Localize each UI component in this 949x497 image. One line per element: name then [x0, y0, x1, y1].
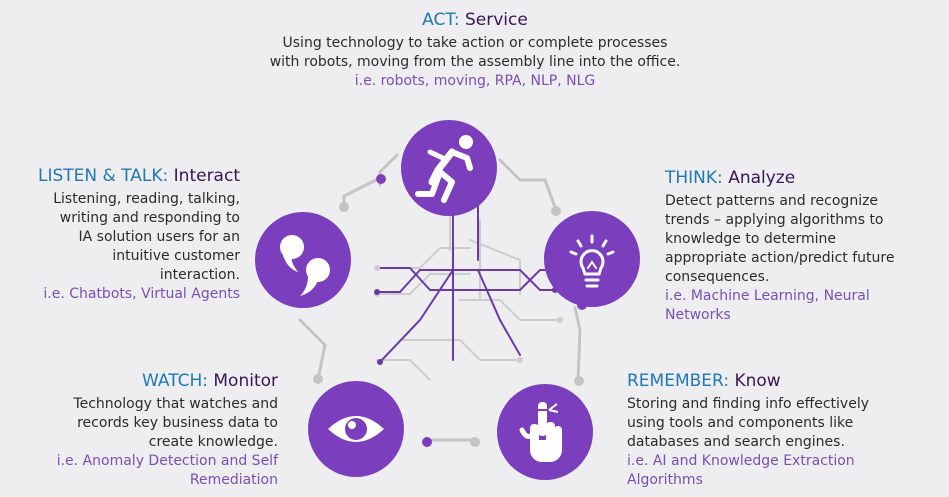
- remember-body-line-1: Storing and finding info effectively: [627, 396, 869, 412]
- watch-block: WATCH: Monitor Technology that watches a…: [10, 370, 278, 490]
- remember-keyword: REMEMBER:: [627, 371, 730, 391]
- listen-body-line-1: Listening, reading, talking,: [53, 191, 240, 207]
- watch-heading: WATCH: Monitor: [10, 370, 278, 392]
- think-block: THINK: Analyze Detect patterns and recog…: [665, 167, 945, 325]
- act-body-line-1: Using technology to take action or compl…: [282, 35, 668, 51]
- think-body-line-2: trends – applying algorithms to: [665, 212, 884, 228]
- think-body-line-1: Detect patterns and recognize: [665, 193, 879, 209]
- think-heading: THINK: Analyze: [665, 167, 945, 189]
- watch-title: Monitor: [213, 371, 278, 391]
- watch-body-line-1: Technology that watches and: [73, 396, 278, 412]
- watch-body-line-3: create knowledge.: [148, 434, 278, 450]
- act-circle: [401, 120, 497, 216]
- watch-circle: [308, 381, 404, 477]
- act-title: Service: [465, 10, 528, 30]
- remember-body-line-2: using tools and components like: [627, 415, 854, 431]
- remember-body-line-3: databases and search engines.: [627, 434, 845, 450]
- think-keyword: THINK:: [665, 168, 723, 188]
- speech-bubbles-icon: [280, 235, 330, 296]
- running-person-icon: [415, 135, 473, 203]
- act-keyword: ACT:: [422, 10, 460, 30]
- think-examples-line-2: Networks: [665, 307, 731, 323]
- remember-circle: [497, 384, 593, 480]
- listen-body-line-2: writing and responding to: [59, 210, 240, 226]
- think-examples-line-1: i.e. Machine Learning, Neural: [665, 288, 870, 304]
- think-title: Analyze: [728, 168, 796, 188]
- act-heading: ACT: Service: [210, 9, 740, 31]
- remember-title: Know: [734, 371, 781, 391]
- remember-examples-line-2: Algorithms: [627, 472, 703, 488]
- act-examples: i.e. robots, moving, RPA, NLP, NLG: [354, 73, 596, 89]
- watch-examples-line-2: Remediation: [189, 472, 278, 488]
- listen-body-line-5: interaction.: [159, 267, 240, 283]
- eye-icon: [328, 416, 384, 442]
- think-body-line-3: knowledge to determine: [665, 231, 836, 247]
- lightbulb-icon: [569, 234, 615, 288]
- center-network-lines: [374, 184, 563, 381]
- act-body-line-2: with robots, moving from the assembly li…: [269, 54, 681, 70]
- think-circle: [544, 211, 640, 307]
- remember-heading: REMEMBER: Know: [627, 370, 945, 392]
- listen-title: Interact: [173, 166, 240, 186]
- finger-with-string-icon: [519, 402, 562, 462]
- act-block: ACT: Service Using technology to take ac…: [210, 9, 740, 91]
- watch-body-line-2: records key business data to: [77, 415, 278, 431]
- listen-body-line-3: IA solution users for an: [78, 229, 240, 245]
- think-body-line-5: consequences.: [665, 269, 770, 285]
- listen-heading: LISTEN & TALK: Interact: [10, 165, 240, 187]
- listen-circle: [255, 212, 351, 308]
- listen-keyword: LISTEN & TALK:: [38, 166, 169, 186]
- remember-examples-line-1: i.e. AI and Knowledge Extraction: [627, 453, 855, 469]
- watch-examples-line-1: i.e. Anomaly Detection and Self: [56, 453, 278, 469]
- watch-keyword: WATCH:: [142, 371, 208, 391]
- listen-block: LISTEN & TALK: Interact Listening, readi…: [10, 165, 240, 304]
- think-body-line-4: appropriate action/predict future: [665, 250, 895, 266]
- listen-body-line-4: intuitive customer: [112, 248, 240, 264]
- listen-examples: i.e. Chatbots, Virtual Agents: [43, 286, 240, 302]
- remember-block: REMEMBER: Know Storing and finding info …: [627, 370, 945, 490]
